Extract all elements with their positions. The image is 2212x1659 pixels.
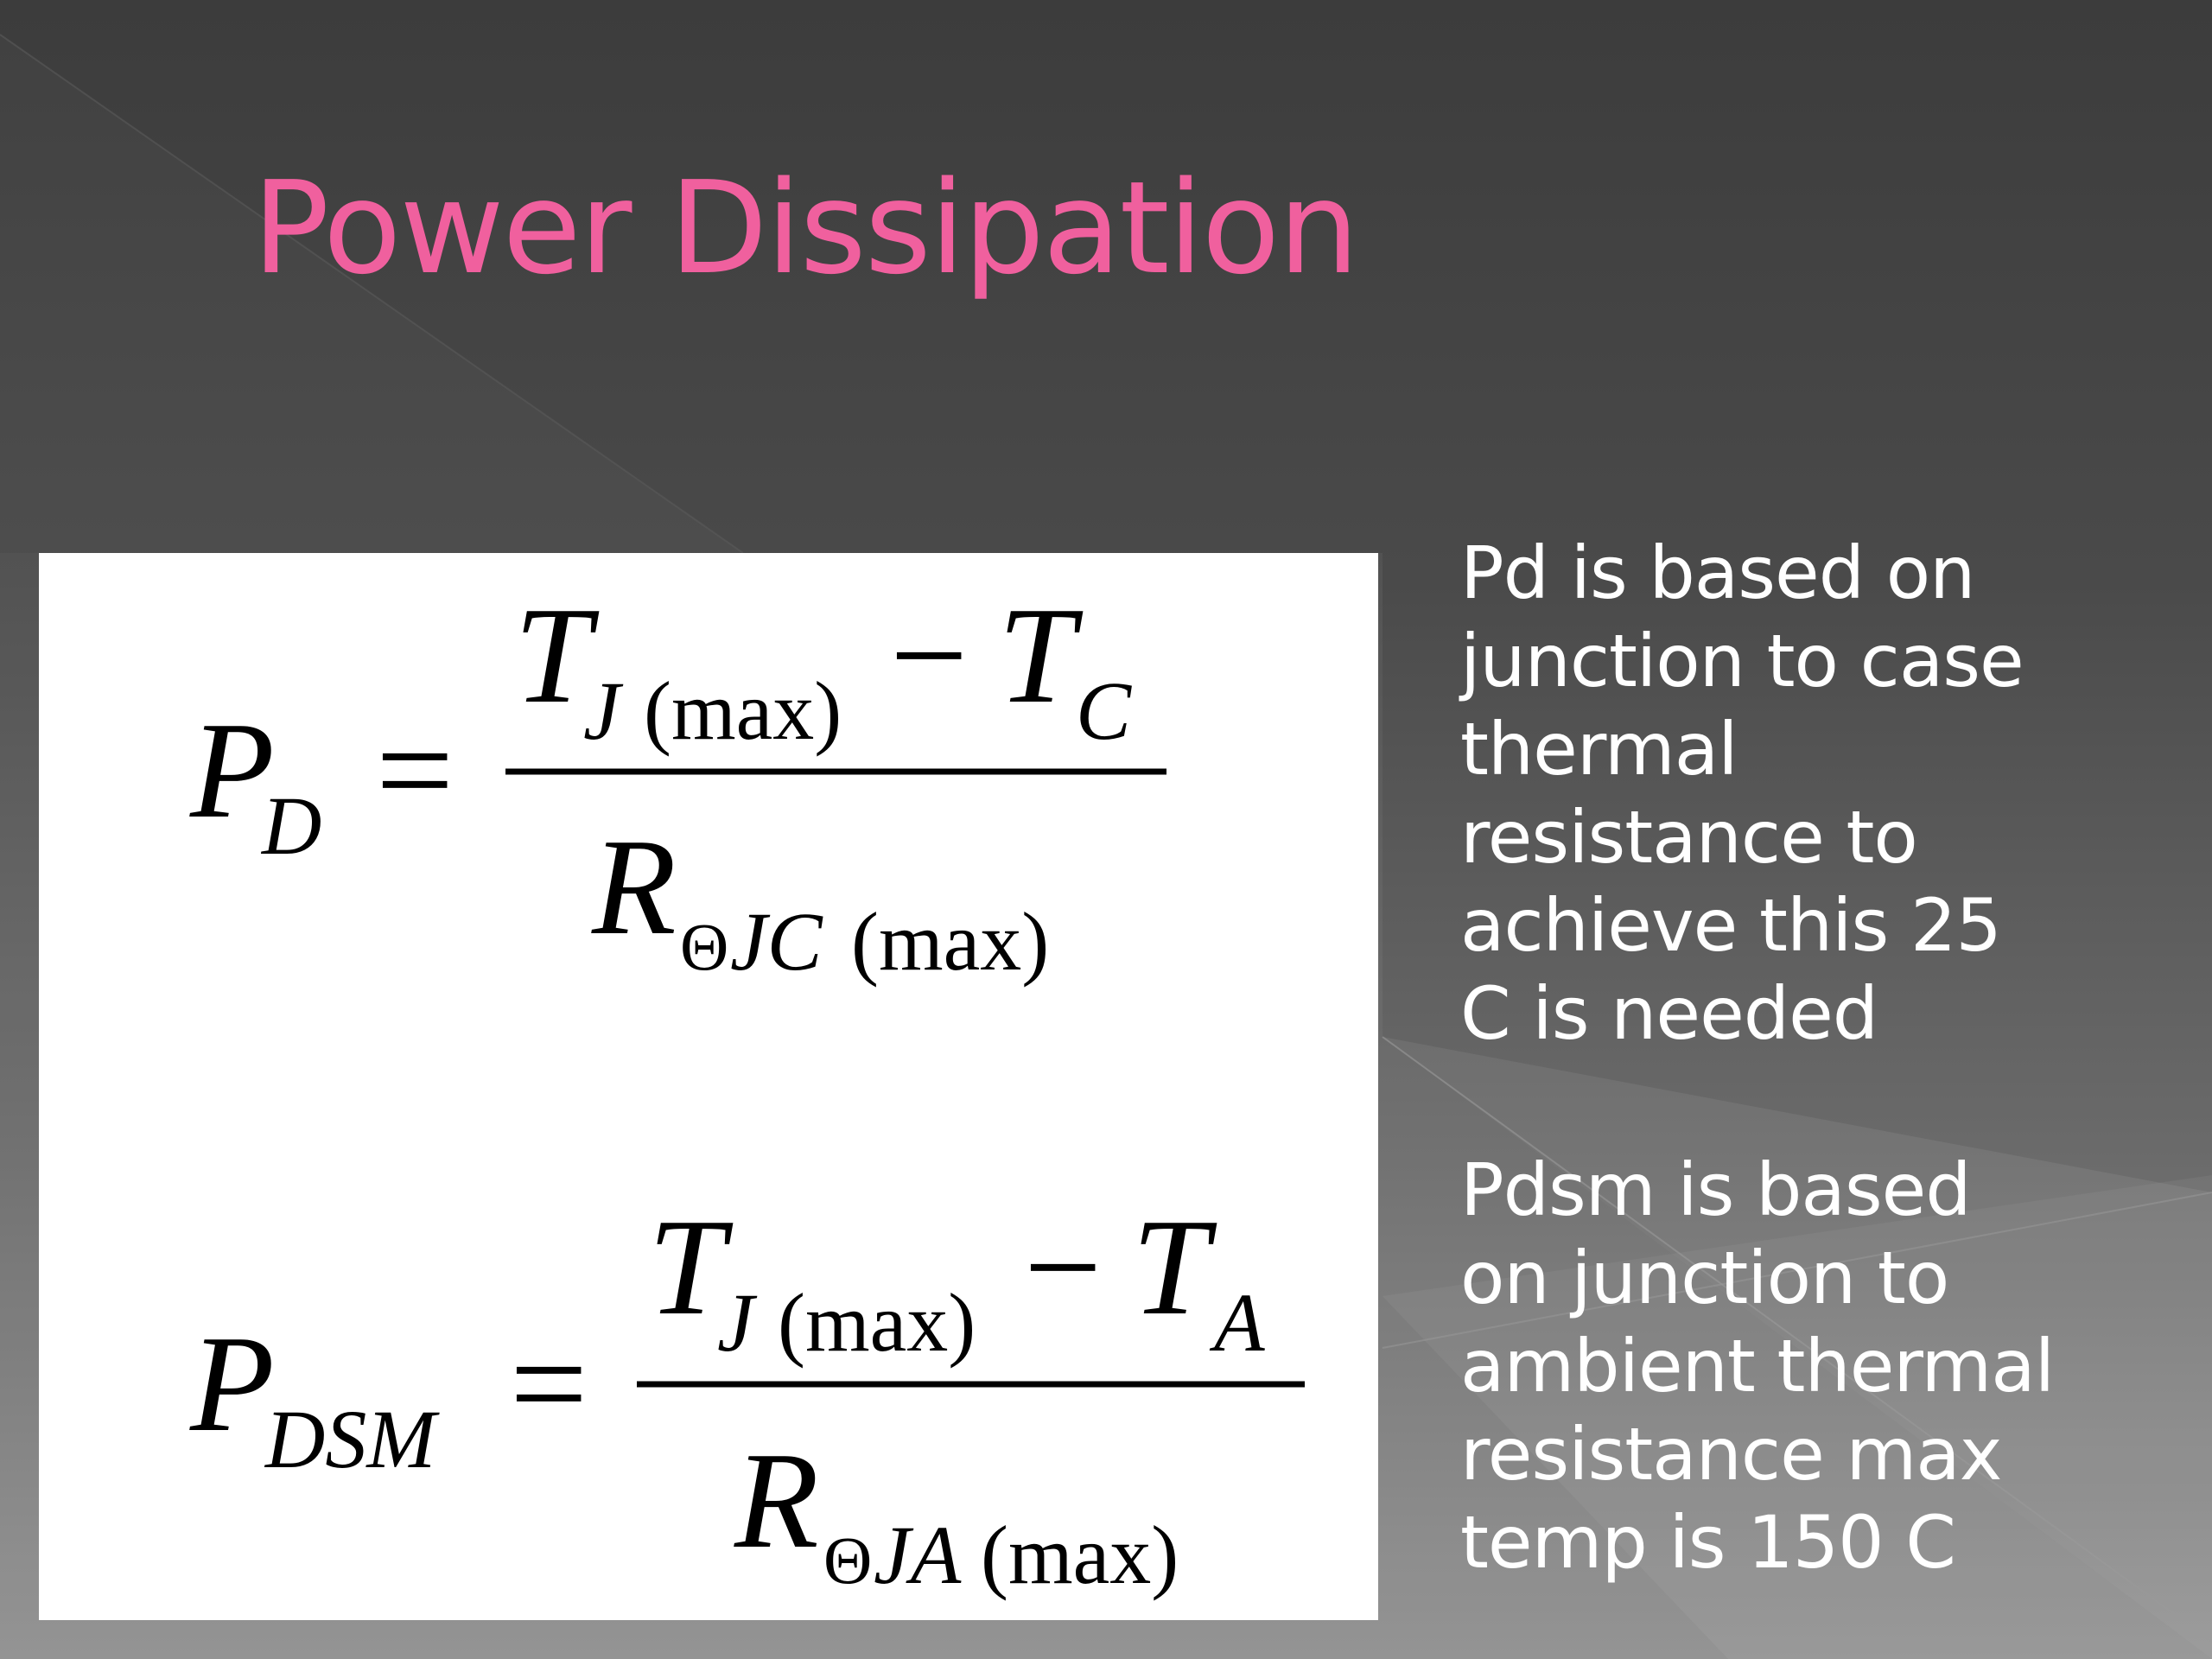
eq-pd-num-t2: T: [998, 578, 1084, 732]
eq-pd-num-t1-sub-var: J: [583, 664, 624, 757]
eq-pdsm-minus: −: [1024, 1190, 1102, 1344]
eq-pd-den-sub-theta: Θ: [680, 909, 728, 984]
eq-pdsm-lhs: P: [189, 1306, 275, 1460]
eq-pdsm-den-sub-theta: Θ: [823, 1522, 872, 1598]
eq-pd-lhs-sub: D: [260, 779, 321, 872]
eq-pd-den-sub-var: JC: [730, 895, 823, 988]
eq-pd-equals: =: [376, 693, 454, 847]
eq-pdsm-num-t2-sub: A: [1209, 1276, 1265, 1369]
eq-pd-den-r: R: [591, 810, 677, 963]
note-pd: Pd is based on junction to case thermal …: [1460, 531, 2024, 1056]
equation-pd: P D = T J (max) − T C R Θ JC (max): [189, 578, 1166, 988]
notes-column: Pd is based on junction to case thermal …: [1460, 529, 2186, 1586]
eq-pd-num-t1-sub-paren: (max): [644, 664, 842, 757]
eq-pd-minus: −: [890, 578, 968, 732]
eq-pd-num-t1: T: [514, 578, 600, 732]
eq-pdsm-num-t1-sub-paren: (max): [778, 1276, 976, 1369]
eq-pdsm-num-t1-sub-var: J: [717, 1276, 758, 1369]
equation-pdsm: P DSM = T J (max) − T A R Θ JA (max): [189, 1190, 1305, 1601]
eq-pdsm-num-t2: T: [1132, 1190, 1217, 1344]
eq-pdsm-den-sub-paren: (max): [981, 1509, 1179, 1601]
slide-title: Power Dissipation: [252, 154, 1359, 302]
eq-pdsm-equals: =: [510, 1306, 588, 1460]
eq-pd-num-t2-sub: C: [1076, 664, 1132, 757]
eq-pd-den-sub-paren: (max): [851, 895, 1049, 988]
eq-pdsm-lhs-sub: DSM: [264, 1393, 440, 1485]
equation-figure: P D = T J (max) − T C R Θ JC (max) P DSM…: [189, 578, 1305, 1601]
eq-pd-lhs: P: [189, 693, 275, 847]
eq-pdsm-den-sub-var: JA: [874, 1509, 962, 1601]
equation-panel: P D = T J (max) − T C R Θ JC (max) P DSM…: [39, 553, 1378, 1620]
eq-pdsm-num-t1: T: [648, 1190, 734, 1344]
eq-pdsm-den-r: R: [734, 1423, 819, 1577]
note-pdsm: Pdsm is based on junction to ambient the…: [1460, 1147, 2055, 1585]
